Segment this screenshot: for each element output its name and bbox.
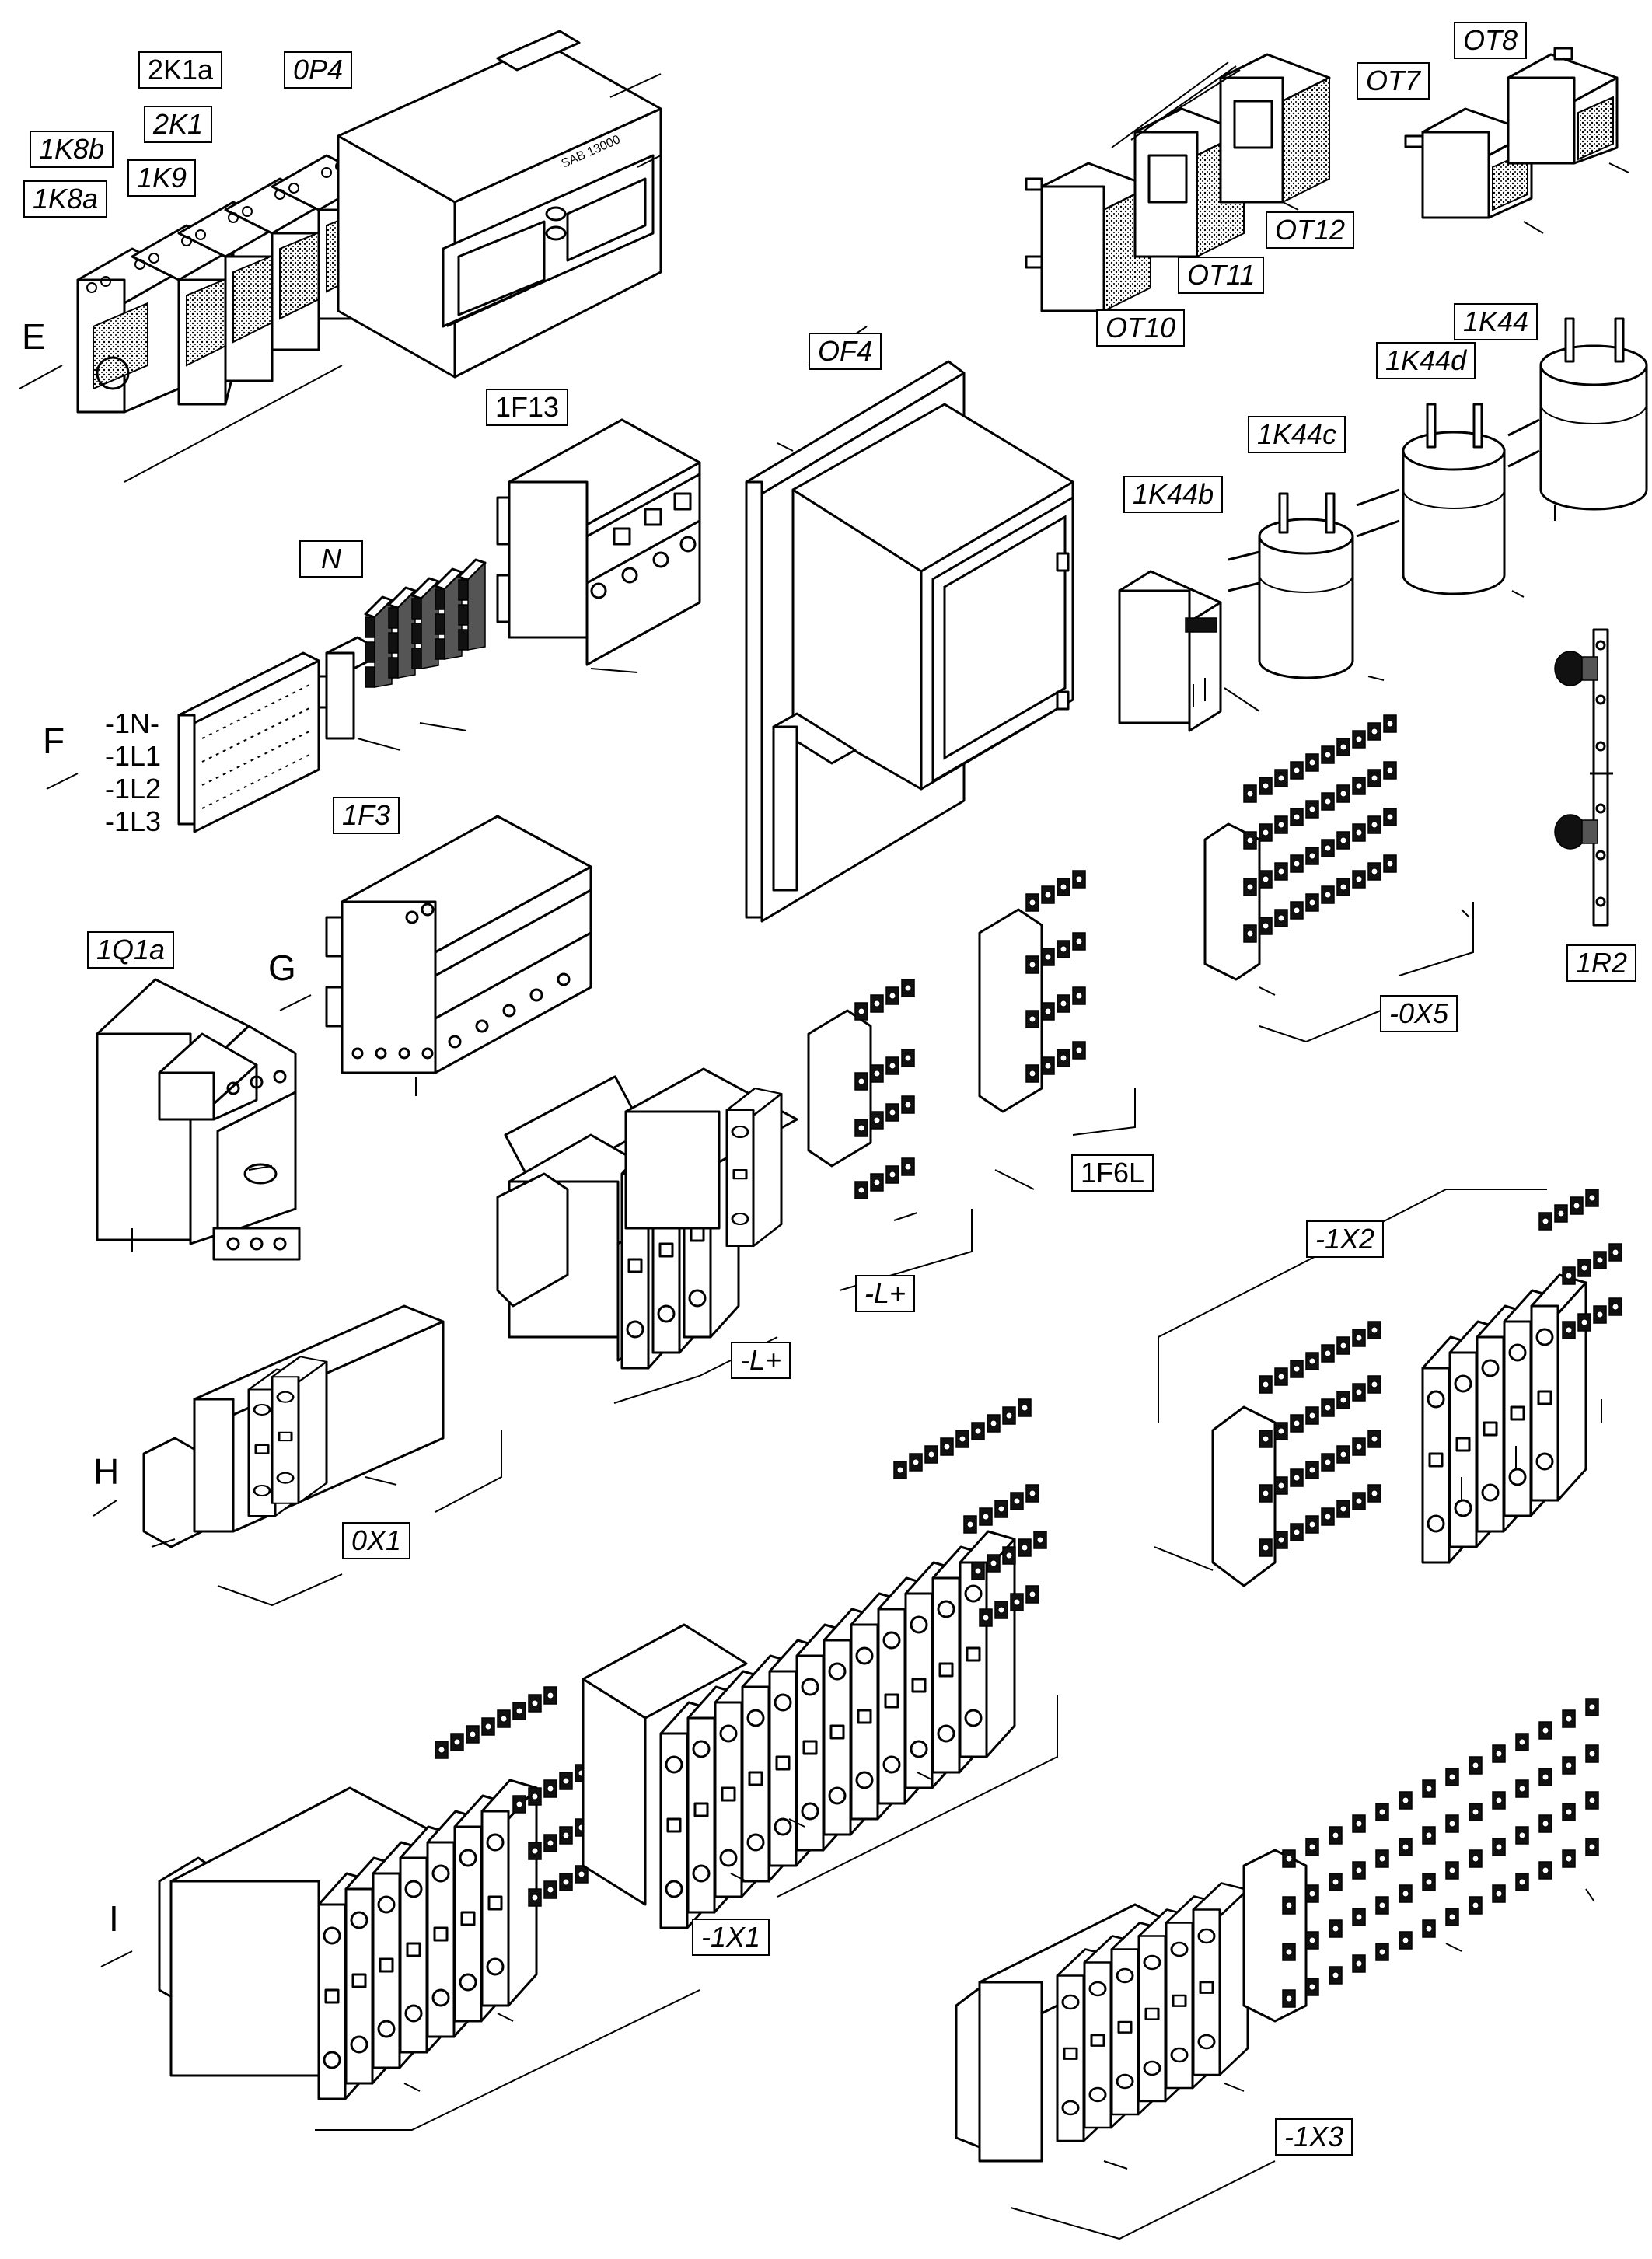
terminal-group-l-plus bbox=[496, 979, 973, 1404]
label-of4: OF4 bbox=[809, 333, 882, 370]
terminal-group-h bbox=[93, 1304, 502, 1607]
label-0p4: 0P4 bbox=[284, 51, 353, 89]
label-1f6l: 1F6L bbox=[1071, 1154, 1154, 1192]
neutral-terminals-n bbox=[309, 558, 487, 751]
transformer-ot8 bbox=[1507, 47, 1619, 165]
label-1n: -1N- bbox=[105, 707, 159, 739]
capacitor-1k44c bbox=[1258, 492, 1354, 679]
resistor-1r2 bbox=[1554, 628, 1613, 927]
label-f: F bbox=[43, 721, 65, 761]
label-0x1: 0X1 bbox=[342, 1522, 411, 1559]
label-1l2: -1L2 bbox=[105, 773, 162, 805]
energy-meter-0p4 bbox=[337, 30, 662, 379]
terminal-stack-0x5 bbox=[1203, 714, 1474, 1043]
transformers-ot10-ot12 bbox=[1025, 53, 1331, 323]
label-l-plus-lower: -L+ bbox=[731, 1342, 791, 1379]
transformer-ot12 bbox=[1219, 53, 1331, 204]
capacitor-1k44d bbox=[1402, 403, 1506, 595]
label-2k1: 2K1 bbox=[144, 106, 213, 143]
label-e: E bbox=[22, 316, 46, 357]
breaker-1f3 bbox=[279, 815, 592, 1096]
label-1x1: -1X1 bbox=[692, 1919, 770, 1956]
terminal-group-1x1 bbox=[100, 1398, 1058, 2131]
label-1q1a: 1Q1a bbox=[87, 931, 175, 969]
label-ot11: OT11 bbox=[1178, 257, 1265, 294]
label-ot10: OT10 bbox=[1096, 309, 1186, 347]
label-h: H bbox=[93, 1451, 120, 1492]
terminal-stack-1f6l bbox=[978, 870, 1136, 1190]
label-i: I bbox=[109, 1898, 119, 1939]
meter-model-text: SAB 13000 bbox=[559, 133, 623, 171]
enclosure-of4 bbox=[745, 326, 1074, 923]
capacitors-1k44 bbox=[1228, 317, 1648, 681]
transformer-ot10 bbox=[1025, 162, 1152, 312]
label-1l1: -1L1 bbox=[105, 740, 162, 772]
label-1r2: 1R2 bbox=[1566, 944, 1637, 982]
label-ot12: OT12 bbox=[1266, 211, 1355, 249]
transformers-ot7-ot8 bbox=[1404, 47, 1629, 234]
label-1k44: 1K44 bbox=[1454, 303, 1538, 340]
label-1x3: -1X3 bbox=[1275, 2118, 1353, 2156]
relay-terminal-row bbox=[86, 161, 346, 293]
breaker-1f13 bbox=[496, 418, 701, 673]
label-ot7: OT7 bbox=[1357, 62, 1430, 100]
relay-1k44b bbox=[1118, 570, 1260, 732]
label-1f3: 1F3 bbox=[333, 797, 400, 834]
label-1x2: -1X2 bbox=[1306, 1220, 1385, 1258]
label-1k44c: 1K44c bbox=[1248, 416, 1346, 453]
label-1k9: 1K9 bbox=[127, 159, 197, 197]
label-l-plus-upper: -L+ bbox=[855, 1275, 916, 1312]
label-1l3: -1L3 bbox=[105, 805, 162, 837]
label-1k8a: 1K8a bbox=[23, 180, 108, 218]
terminal-group-1x2 bbox=[1154, 1189, 1622, 1587]
label-1k44b: 1K44b bbox=[1123, 476, 1224, 513]
capacitor-1k44 bbox=[1539, 317, 1648, 511]
label-0x5: -0X5 bbox=[1380, 995, 1458, 1032]
label-1f13: 1F13 bbox=[486, 389, 569, 426]
label-g: G bbox=[268, 948, 296, 988]
relay-1k8a bbox=[76, 247, 180, 414]
relay-2k1 bbox=[224, 177, 328, 351]
busbar-f bbox=[46, 651, 320, 833]
label-2k1a: 2K1a bbox=[138, 51, 223, 89]
label-n: N bbox=[299, 540, 363, 578]
label-ot8: OT8 bbox=[1454, 22, 1528, 59]
switch-1q1a bbox=[96, 978, 301, 1261]
terminal-group-1x3 bbox=[955, 1698, 1599, 2240]
label-1k44d: 1K44d bbox=[1376, 342, 1476, 379]
label-1k8b: 1K8b bbox=[30, 131, 114, 168]
